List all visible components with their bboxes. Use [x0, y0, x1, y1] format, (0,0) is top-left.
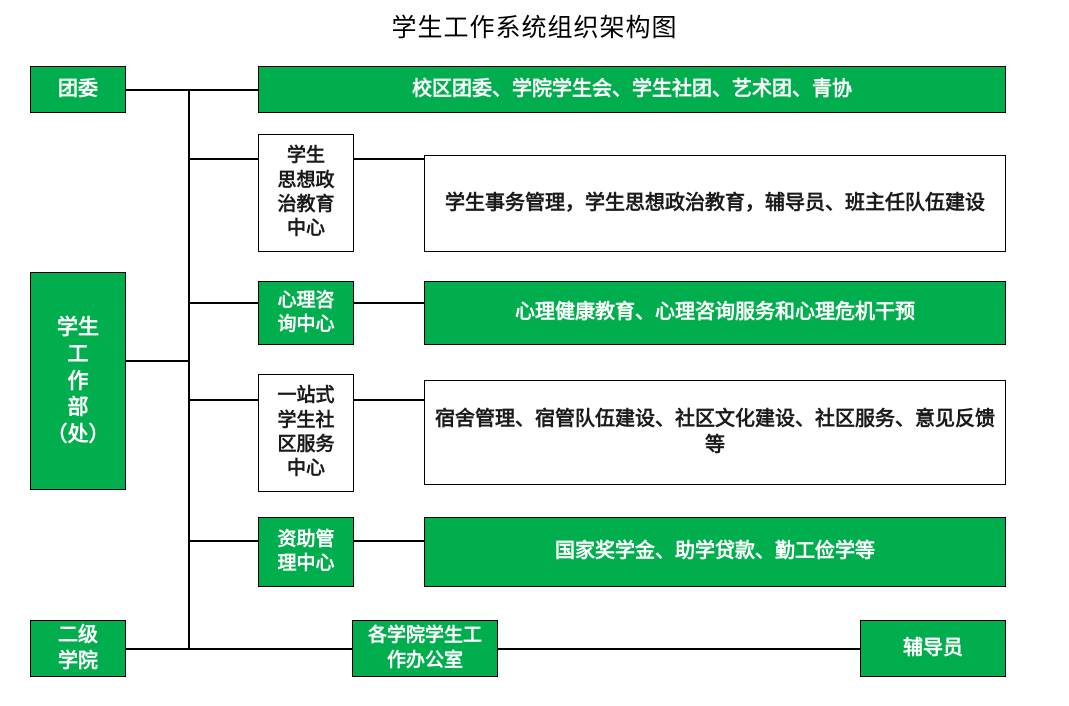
node-yizhanshi-center[interactable]: 一站式 学生社 区服务 中心 [258, 374, 354, 492]
node-erji-xueyuan-label: 二级 学院 [58, 623, 98, 672]
connector-sixiang-left [188, 158, 258, 160]
node-zizhu-detail[interactable]: 国家奖学金、助学贷款、勤工俭学等 [424, 517, 1006, 587]
connector-tuanwei-detail [188, 89, 258, 91]
connector-root-stub [126, 360, 190, 362]
node-fudaoyuan[interactable]: 辅导员 [860, 620, 1006, 677]
node-tuanwei-detail[interactable]: 校区团委、学院学生会、学生社团、艺术团、青协 [258, 66, 1006, 113]
node-xinli-detail-label: 心理健康教育、心理咨询服务和心理危机干预 [515, 301, 915, 324]
node-tuanwei[interactable]: 团委 [30, 66, 126, 113]
connector-sixiang-right [354, 158, 424, 160]
node-yizhanshi-detail[interactable]: 宿舍管理、宿管队伍建设、社区文化建设、社区服务、意见反馈等 [424, 380, 1006, 485]
connector-main-trunk [188, 89, 190, 649]
node-sixiang-center-label: 学生 思想政 治教育 中心 [277, 145, 335, 240]
connector-erji-to-office [188, 648, 352, 650]
node-xinli-center-label: 心理咨 询中心 [277, 289, 335, 335]
node-yizhanshi-detail-label: 宿舍管理、宿管队伍建设、社区文化建设、社区服务、意见反馈等 [435, 407, 995, 456]
node-sixiang-detail-label: 学生事务管理，学生思想政治教育，辅导员、班主任队伍建设 [445, 191, 985, 214]
node-tuanwei-detail-label: 校区团委、学院学生会、学生社团、艺术团、青协 [412, 77, 852, 100]
page-title: 学生工作系统组织架构图 [391, 15, 678, 42]
connector-xinli-right [354, 302, 424, 304]
node-xinli-center[interactable]: 心理咨 询中心 [258, 281, 354, 345]
connector-yizhanshi-right [354, 399, 424, 401]
node-zizhu-center-label: 资助管 理中心 [277, 528, 335, 574]
node-sixiang-center[interactable]: 学生 思想政 治教育 中心 [258, 134, 354, 252]
connector-yizhanshi-left [188, 399, 258, 401]
node-fudaoyuan-label: 辅导员 [903, 636, 963, 659]
connector-zizhu-left [188, 540, 258, 542]
connector-zizhu-right [354, 540, 424, 542]
connector-erji-left [126, 648, 190, 650]
node-tuanwei-label: 团委 [58, 77, 98, 100]
connector-office-to-fudaoyuan [497, 648, 860, 650]
node-sixiang-detail[interactable]: 学生事务管理，学生思想政治教育，辅导员、班主任队伍建设 [424, 155, 1006, 252]
node-yizhanshi-center-label: 一站式 学生社 区服务 中心 [277, 385, 335, 480]
node-zizhu-center[interactable]: 资助管 理中心 [258, 517, 354, 587]
node-zizhu-detail-label: 国家奖学金、助学贷款、勤工俭学等 [555, 540, 875, 563]
node-erji-xueyuan[interactable]: 二级 学院 [30, 620, 126, 677]
node-xuesheng-gongzuobu-label: 学生 工 作 部 （处） [46, 314, 110, 447]
node-geyuan-office-label: 各学院学生工 作办公室 [367, 625, 482, 671]
node-geyuan-office[interactable]: 各学院学生工 作办公室 [352, 620, 498, 677]
connector-xinli-left [188, 302, 258, 304]
connector-tuanwei-left [126, 89, 190, 91]
node-xuesheng-gongzuobu[interactable]: 学生 工 作 部 （处） [30, 272, 126, 490]
node-xinli-detail[interactable]: 心理健康教育、心理咨询服务和心理危机干预 [424, 281, 1006, 345]
